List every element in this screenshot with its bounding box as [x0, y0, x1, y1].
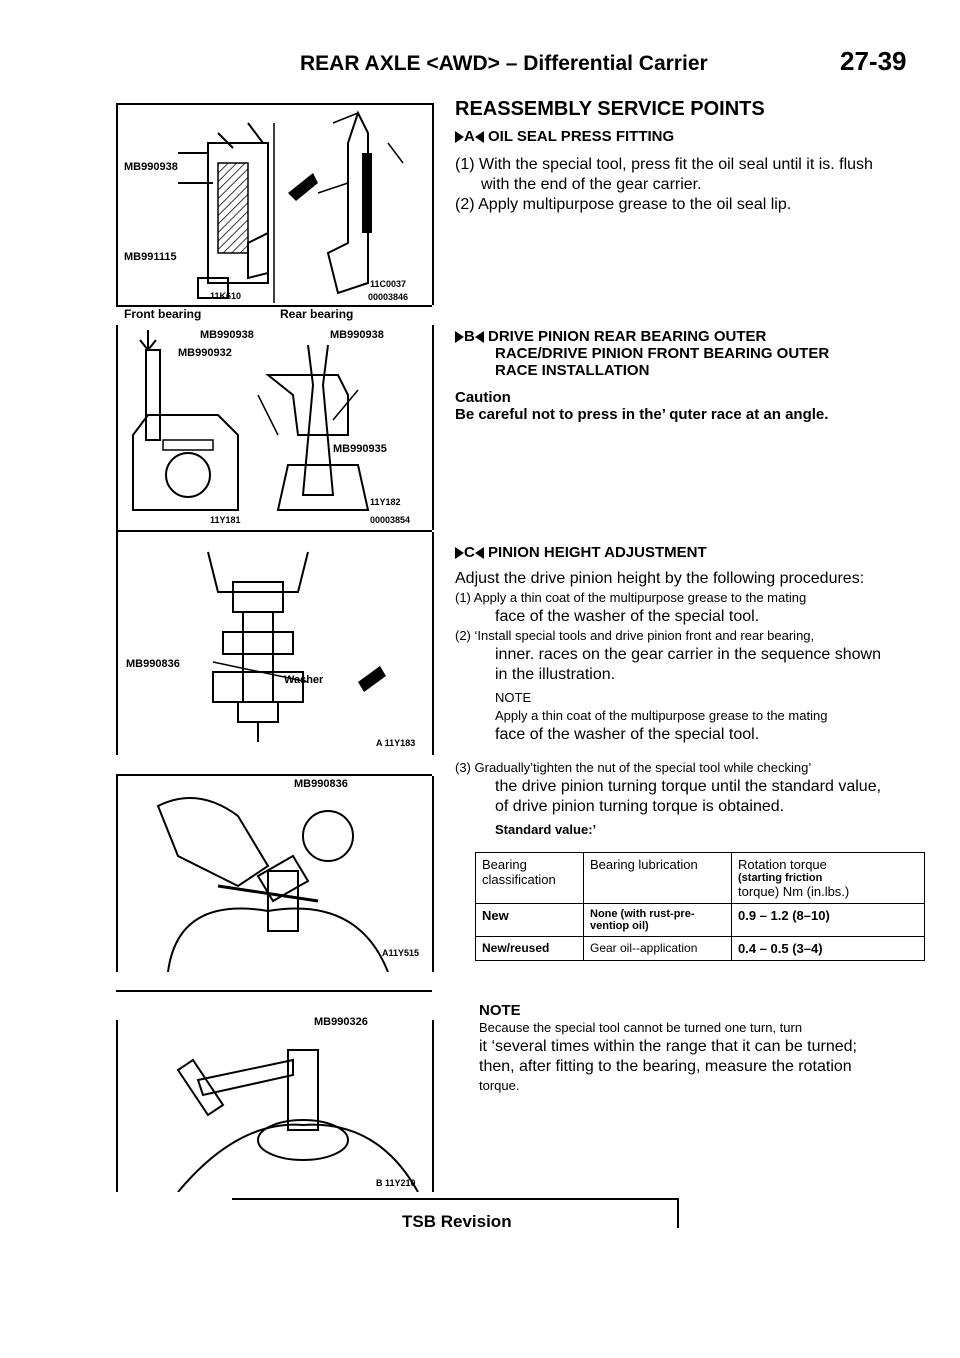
- page-header-title: REAR AXLE <AWD> – Differential Carrier: [300, 52, 708, 75]
- figure-code: 11Y181: [210, 515, 241, 525]
- caution-text: Be careful not to press in the’ quter ra…: [455, 406, 829, 423]
- main-heading-block: REASSEMBLY SERVICE POINTS: [455, 98, 933, 121]
- tool-label: MB990938: [124, 161, 178, 173]
- table-cell: New/reused: [475, 936, 584, 961]
- arrow-right-icon: [455, 131, 464, 144]
- torque-spec-table: Bearing classification Bearing lubricati…: [475, 852, 925, 961]
- tsb-revision-box: TSB Revision: [232, 1198, 679, 1231]
- note-text: then, after fitting to the bearing, meas…: [479, 1058, 852, 1075]
- figure-code: B 11Y210: [376, 1178, 416, 1188]
- step-text: (2) Apply multipurpose grease to the oil…: [455, 196, 792, 213]
- figure-code: 00003854: [370, 515, 411, 525]
- arrow-left-icon: [474, 331, 484, 344]
- note-text: Because the special tool cannot be turne…: [479, 1020, 803, 1035]
- section-title: RACE/DRIVE PINION FRONT BEARING OUTER: [495, 345, 830, 362]
- torque-check-illustration: [156, 797, 389, 973]
- section-title: OIL SEAL PRESS FITTING: [488, 128, 675, 145]
- pinion-tool-illustration: [207, 551, 386, 742]
- section-title: RACE INSTALLATION: [495, 362, 650, 379]
- figure-divider: [116, 305, 432, 307]
- oil-seal-illustration: [178, 110, 404, 303]
- note-text: Apply a thin coat of the multipurpose gr…: [495, 708, 828, 723]
- note-text: it ‘several times within the range that …: [479, 1038, 857, 1055]
- figure-code: 11K610: [210, 291, 242, 301]
- intro-text: Adjust the drive pinion height by the fo…: [455, 570, 865, 587]
- figure-code: 00003846: [368, 292, 409, 302]
- torque-header-line: torque) Nm (in.lbs.): [738, 884, 850, 899]
- table-cell: 0.4 – 0.5 (3–4): [731, 936, 925, 961]
- note-label: NOTE: [479, 1002, 521, 1019]
- step-text: face of the washer of the special tool.: [495, 608, 760, 625]
- figure-rotation-torque: MB990326 B 11Y210: [116, 1016, 434, 1193]
- section-title: PINION HEIGHT ADJUSTMENT: [488, 544, 707, 561]
- figure-divider: [116, 990, 432, 992]
- table-cell: New: [475, 903, 584, 937]
- arrow-right-icon: [455, 547, 464, 560]
- main-heading: REASSEMBLY SERVICE POINTS: [455, 98, 765, 120]
- figure-code: 11C0037: [370, 279, 407, 289]
- figure-code: A11Y515: [382, 948, 420, 958]
- rotation-torque-illustration: [176, 1049, 419, 1193]
- tool-label: MB990935: [333, 443, 387, 455]
- table-cell: None (with rust-pre- ventiop oil): [583, 903, 732, 937]
- table-row: New None (with rust-pre- ventiop oil) 0.…: [475, 903, 925, 937]
- step-text: of drive pinion turning torque is obtain…: [495, 798, 785, 815]
- step-text: the drive pinion turning torque until th…: [495, 778, 882, 795]
- step-text: with the end of the gear carrier.: [481, 176, 702, 193]
- table-header-cell: Bearing classification: [475, 852, 584, 904]
- table-header-row: Bearing classification Bearing lubricati…: [475, 852, 925, 904]
- figure-code: 11Y182: [370, 497, 401, 507]
- tool-label: MB990932: [178, 347, 232, 359]
- figure-bearing-races: Front bearing Rear bearing MB990938 MB99…: [116, 307, 434, 530]
- tool-label: MB990938: [200, 329, 254, 341]
- table-cell: Gear oil--application: [583, 936, 732, 961]
- caution-label: Caution: [455, 389, 511, 406]
- standard-value-label: Standard value:’: [495, 822, 597, 837]
- tool-label: MB990326: [314, 1016, 368, 1028]
- figure-divider: [116, 530, 432, 532]
- table-header-cell: Rotation torque (starting friction torqu…: [731, 852, 925, 904]
- section-marker: C: [464, 544, 475, 561]
- step-text: (1) With the special tool, press fit the…: [455, 156, 873, 173]
- section-pinion-height: C PINION HEIGHT ADJUSTMENT Adjust the dr…: [455, 544, 933, 839]
- torque-header-line: (starting friction: [738, 872, 823, 884]
- table-cell: 0.9 – 1.2 (8–10): [731, 903, 925, 937]
- figure-divider: [116, 774, 432, 776]
- step-text: inner. races on the gear carrier in the …: [495, 646, 882, 663]
- step-text: (3) Gradually’tighten the nut of the spe…: [455, 760, 812, 775]
- tool-label: MB990836: [294, 778, 348, 790]
- bearing-race-illustration: [132, 330, 370, 511]
- section-marker: B: [464, 328, 475, 345]
- figure-code: A 11Y183: [376, 738, 416, 748]
- section-race-installation: B DRIVE PINION REAR BEARING OUTER RACE/D…: [455, 328, 933, 423]
- arrow-right-icon: [455, 331, 464, 344]
- table-header-cell: Bearing lubrication: [583, 852, 732, 904]
- step-text: (2) ‘Install special tools and drive pin…: [455, 628, 815, 643]
- torque-header-line: Rotation torque: [738, 857, 827, 872]
- rear-bearing-label: Rear bearing: [280, 307, 354, 321]
- figure-oil-seal: MB990938 MB991115 11K610 11C0037 0000384…: [116, 103, 434, 305]
- note-block: NOTE Because the special tool cannot be …: [455, 1002, 933, 1095]
- note-label: NOTE: [495, 690, 532, 705]
- arrow-left-icon: [474, 131, 484, 144]
- figure-top-rule: [116, 103, 432, 105]
- tool-label: MB990938: [330, 329, 384, 341]
- note-text: face of the washer of the special tool.: [495, 726, 760, 743]
- page-number: 27-39: [840, 46, 907, 76]
- tool-label: MB990836: [126, 658, 180, 670]
- tsb-revision-label: TSB Revision: [402, 1212, 512, 1231]
- note-text: torque.: [479, 1078, 520, 1093]
- section-oil-seal: A OIL SEAL PRESS FITTING (1) With the sp…: [455, 128, 933, 215]
- table-row: New/reused Gear oil--application 0.4 – 0…: [475, 936, 925, 961]
- step-text: in the illustration.: [495, 666, 616, 683]
- figure-torque-check: MB990836 A11Y515: [116, 776, 434, 973]
- section-title: DRIVE PINION REAR BEARING OUTER: [488, 328, 767, 345]
- step-text: (1) Apply a thin coat of the multipurpos…: [455, 590, 807, 605]
- front-bearing-label: Front bearing: [124, 307, 202, 321]
- washer-label: Washer: [284, 674, 324, 686]
- arrow-left-icon: [474, 547, 484, 560]
- tool-label: MB991115: [124, 251, 177, 263]
- section-marker: A: [464, 128, 475, 145]
- figure-pinion-tools: MB990836 Washer A 11Y183: [116, 532, 434, 755]
